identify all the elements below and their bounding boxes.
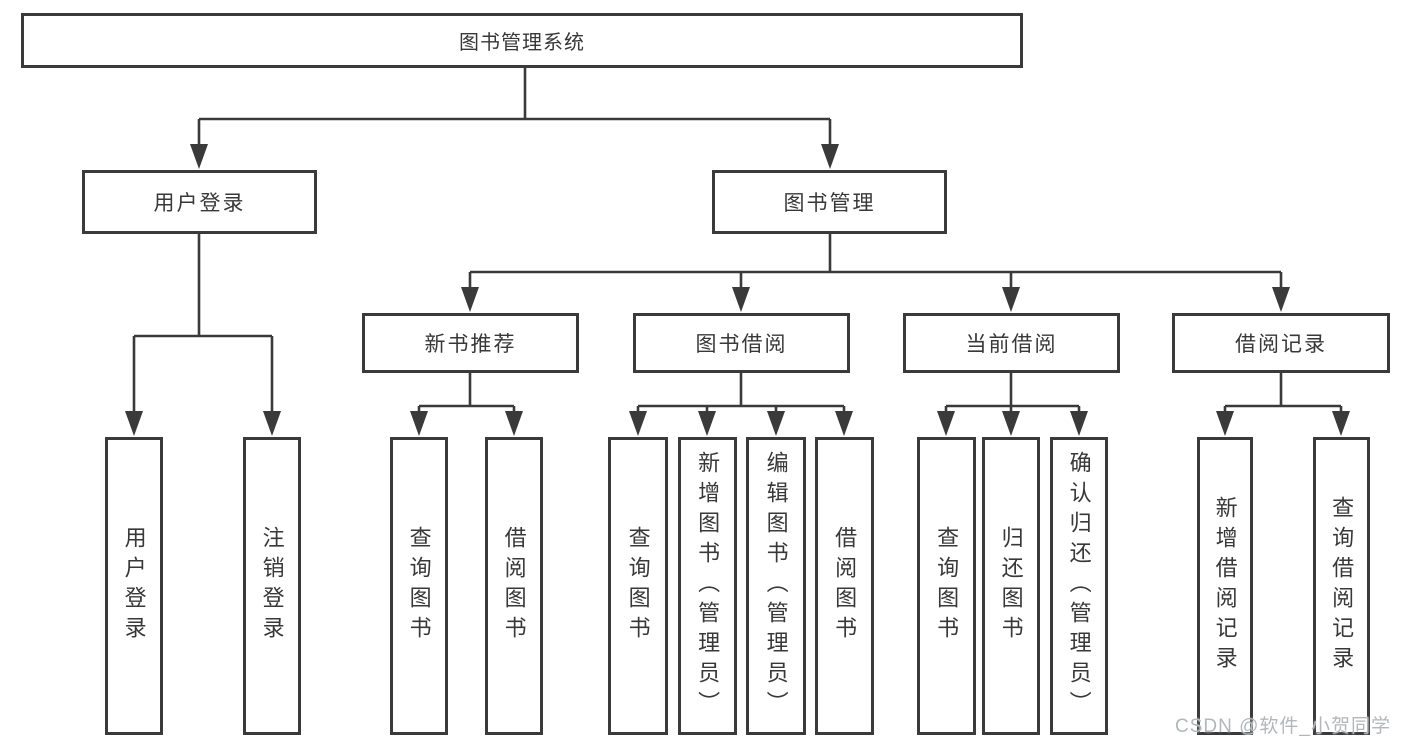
- arrow-down-icon: [732, 287, 750, 312]
- leaf-query-books-borrowing: 查询图书: [608, 437, 668, 735]
- leaf-query-books-newbook: 查询图书: [390, 437, 448, 735]
- leaf-user-login: 用户登录: [105, 437, 163, 735]
- leaf-logout-label: 注销登录: [259, 526, 285, 646]
- connector-book-borrow: [636, 373, 846, 414]
- connector-user-login: [132, 234, 274, 414]
- leaf-borrow-books-newbook-label: 借阅图书: [501, 526, 527, 646]
- leaf-query-books-borrowing-label: 查询图书: [625, 526, 651, 646]
- connector-book-management: [468, 234, 1283, 291]
- leaf-confirm-return-admin-label: 确认归还（管理员）: [1066, 451, 1092, 721]
- leaf-query-borrow-record: 查询借阅记录: [1313, 437, 1370, 735]
- arrow-down-icon: [1002, 287, 1020, 312]
- node-borrowing-records-label: 借阅记录: [1235, 333, 1327, 356]
- arrow-down-icon: [937, 411, 955, 436]
- node-book-management: 图书管理: [712, 170, 947, 234]
- csdn-watermark: CSDN @软件_小贺同学: [1175, 716, 1391, 737]
- leaf-borrow-books: 借阅图书: [815, 437, 874, 735]
- arrow-down-icon: [461, 287, 479, 312]
- arrow-down-icon: [835, 411, 853, 436]
- node-book-borrowing-label: 图书借阅: [695, 333, 788, 356]
- connector-new-book: [417, 373, 516, 414]
- leaf-query-books-newbook-label: 查询图书: [406, 526, 432, 646]
- node-new-book-recommend: 新书推荐: [362, 313, 579, 373]
- leaf-borrow-books-newbook: 借阅图书: [485, 437, 543, 735]
- leaf-return-books: 归还图书: [982, 437, 1040, 735]
- arrow-down-icon: [505, 411, 523, 436]
- leaf-logout: 注销登录: [243, 437, 301, 735]
- node-current-borrowing: 当前借阅: [903, 313, 1120, 373]
- leaf-add-books-admin-label: 新增图书（管理员）: [695, 451, 721, 721]
- arrow-down-icon: [767, 411, 785, 436]
- leaf-user-login-label: 用户登录: [121, 526, 147, 646]
- leaf-confirm-return-admin: 确认归还（管理员）: [1050, 437, 1108, 735]
- node-root-label: 图书管理系统: [459, 32, 585, 54]
- leaf-edit-books-admin-label: 编辑图书（管理员）: [763, 451, 789, 721]
- leaf-borrow-books-label: 借阅图书: [832, 526, 858, 646]
- node-borrowing-records: 借阅记录: [1172, 313, 1390, 373]
- arrow-down-icon: [1216, 411, 1234, 436]
- leaf-query-books-current: 查询图书: [917, 437, 976, 735]
- leaf-query-books-current-label: 查询图书: [934, 526, 960, 646]
- node-book-management-label: 图书管理: [783, 192, 876, 215]
- node-user-login: 用户登录: [82, 170, 317, 234]
- leaf-edit-books-admin: 编辑图书（管理员）: [746, 437, 806, 735]
- leaf-return-books-label: 归还图书: [998, 526, 1024, 646]
- connector-borrow-record: [1223, 373, 1343, 414]
- arrow-down-icon: [629, 411, 647, 436]
- arrow-down-icon: [821, 144, 839, 169]
- connector-current-borrow: [944, 373, 1081, 414]
- arrow-down-icon: [410, 411, 428, 436]
- node-new-book-recommend-label: 新书推荐: [424, 333, 517, 356]
- arrow-down-icon: [698, 411, 716, 436]
- arrow-down-icon: [1002, 411, 1020, 436]
- arrow-down-icon: [125, 411, 143, 436]
- leaf-add-borrow-record: 新增借阅记录: [1197, 437, 1253, 735]
- arrow-down-icon: [190, 144, 208, 169]
- leaf-add-books-admin: 新增图书（管理员）: [678, 437, 737, 735]
- connector-root: [197, 68, 832, 148]
- node-root: 图书管理系统: [21, 13, 1023, 68]
- node-user-login-label: 用户登录: [153, 192, 246, 215]
- arrow-down-icon: [1332, 411, 1350, 436]
- arrow-down-icon: [1272, 287, 1290, 312]
- arrow-down-icon: [263, 411, 281, 436]
- leaf-query-borrow-record-label: 查询借阅记录: [1329, 496, 1355, 676]
- leaf-add-borrow-record-label: 新增借阅记录: [1212, 496, 1238, 676]
- node-current-borrowing-label: 当前借阅: [965, 333, 1058, 356]
- arrow-down-icon: [1070, 411, 1088, 436]
- node-book-borrowing: 图书借阅: [633, 313, 850, 373]
